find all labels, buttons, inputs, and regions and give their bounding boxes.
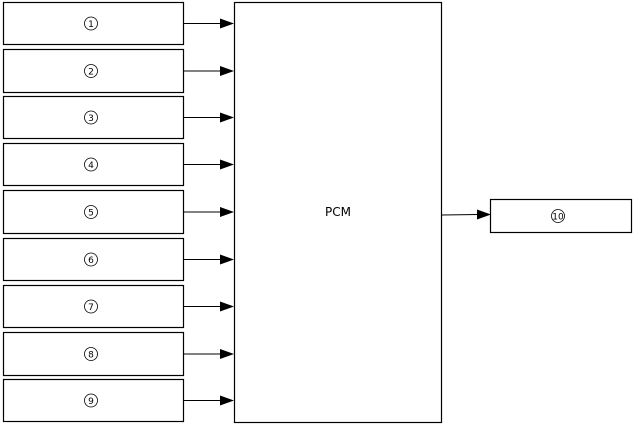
input-block-4	[2, 142, 185, 187]
input-arrowhead-1	[220, 18, 234, 29]
input-number-circle-1	[84, 16, 98, 31]
output-number-circle	[551, 209, 565, 223]
input-number-circle-3	[84, 110, 98, 125]
input-number-9: 9	[88, 397, 94, 407]
input-block-2	[2, 48, 185, 94]
output-arrowhead	[477, 209, 491, 220]
input-number-2: 2	[88, 68, 94, 78]
input-block-9	[2, 378, 185, 423]
input-block-5	[2, 189, 185, 235]
input-arrowhead-2	[220, 66, 234, 76]
input-number-5: 5	[88, 209, 94, 219]
input-arrowhead-7	[220, 301, 234, 312]
input-number-circle-6	[84, 252, 98, 267]
input-number-circle-2	[84, 64, 98, 78]
input-number-7: 7	[88, 303, 94, 313]
input-block-3	[2, 95, 185, 140]
input-arrowhead-4	[220, 159, 234, 170]
input-number-circle-5	[84, 205, 98, 219]
pcm-box	[233, 1, 443, 424]
input-arrowhead-8	[220, 349, 234, 359]
input-number-1: 1	[88, 20, 94, 30]
input-number-circle-7	[84, 299, 98, 314]
input-arrowhead-5	[220, 207, 234, 217]
input-number-4: 4	[88, 161, 94, 171]
input-blocks: 1 2 3 4 5 6 7 8 9	[2, 1, 185, 423]
input-number-circle-8	[84, 347, 98, 361]
input-number-6: 6	[88, 256, 94, 266]
input-arrows	[184, 18, 234, 406]
output-arrow-line	[441, 214, 479, 216]
input-arrowhead-3	[220, 112, 234, 123]
input-number-circle-9	[84, 393, 98, 408]
input-block-6	[2, 237, 185, 282]
input-number-circle-4	[84, 157, 98, 172]
input-arrowhead-9	[220, 395, 234, 406]
input-block-7	[2, 284, 185, 329]
output-block-10	[489, 198, 633, 234]
output-number: 10	[552, 213, 564, 223]
input-arrowhead-6	[220, 254, 234, 265]
input-block-1	[2, 1, 185, 46]
pcm-label: PCM	[325, 205, 351, 219]
input-number-3: 3	[88, 114, 94, 124]
input-block-8	[2, 331, 185, 377]
input-number-8: 8	[88, 351, 94, 361]
